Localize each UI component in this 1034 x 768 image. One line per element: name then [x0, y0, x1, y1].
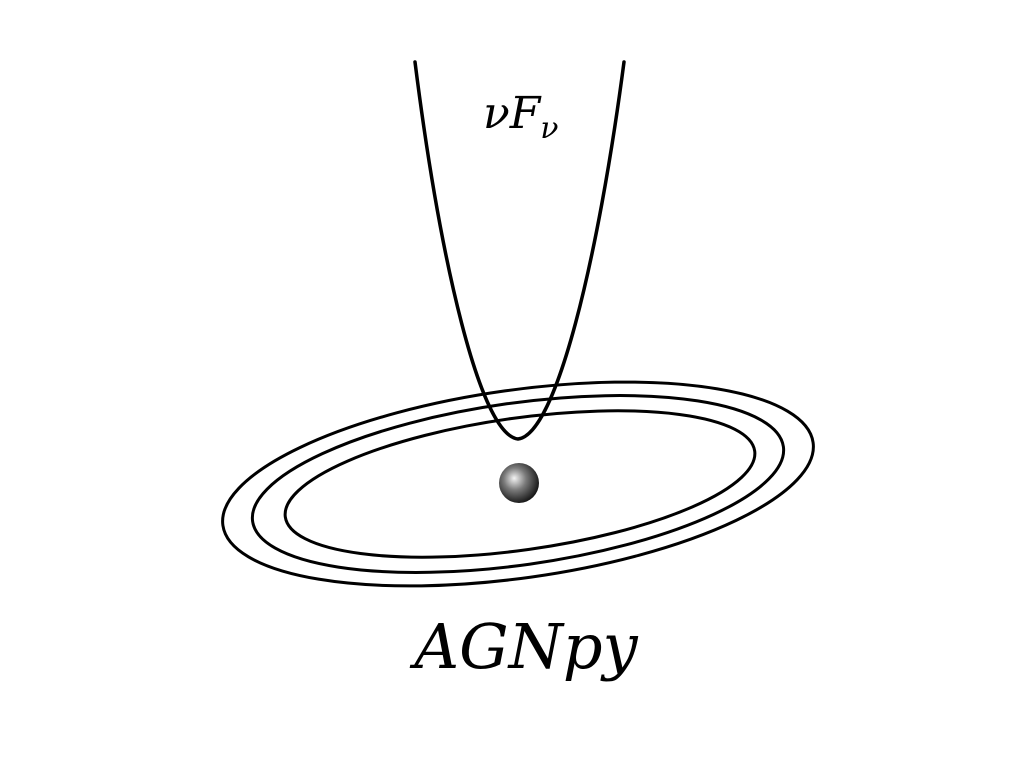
disk-ring-middle: [250, 394, 786, 574]
disk-ring-outer: [221, 380, 815, 588]
spectrum-label-subscript: ν: [540, 111, 558, 146]
brand-name: AGNpy: [409, 610, 638, 683]
spectrum-label-base: νF: [483, 88, 542, 139]
spectrum-label: νFν: [483, 88, 559, 146]
black-hole-sphere: [499, 463, 539, 503]
disk-ring-inner: [283, 409, 757, 559]
sed-curve: [413, 60, 626, 441]
accretion-disk: [221, 380, 815, 588]
